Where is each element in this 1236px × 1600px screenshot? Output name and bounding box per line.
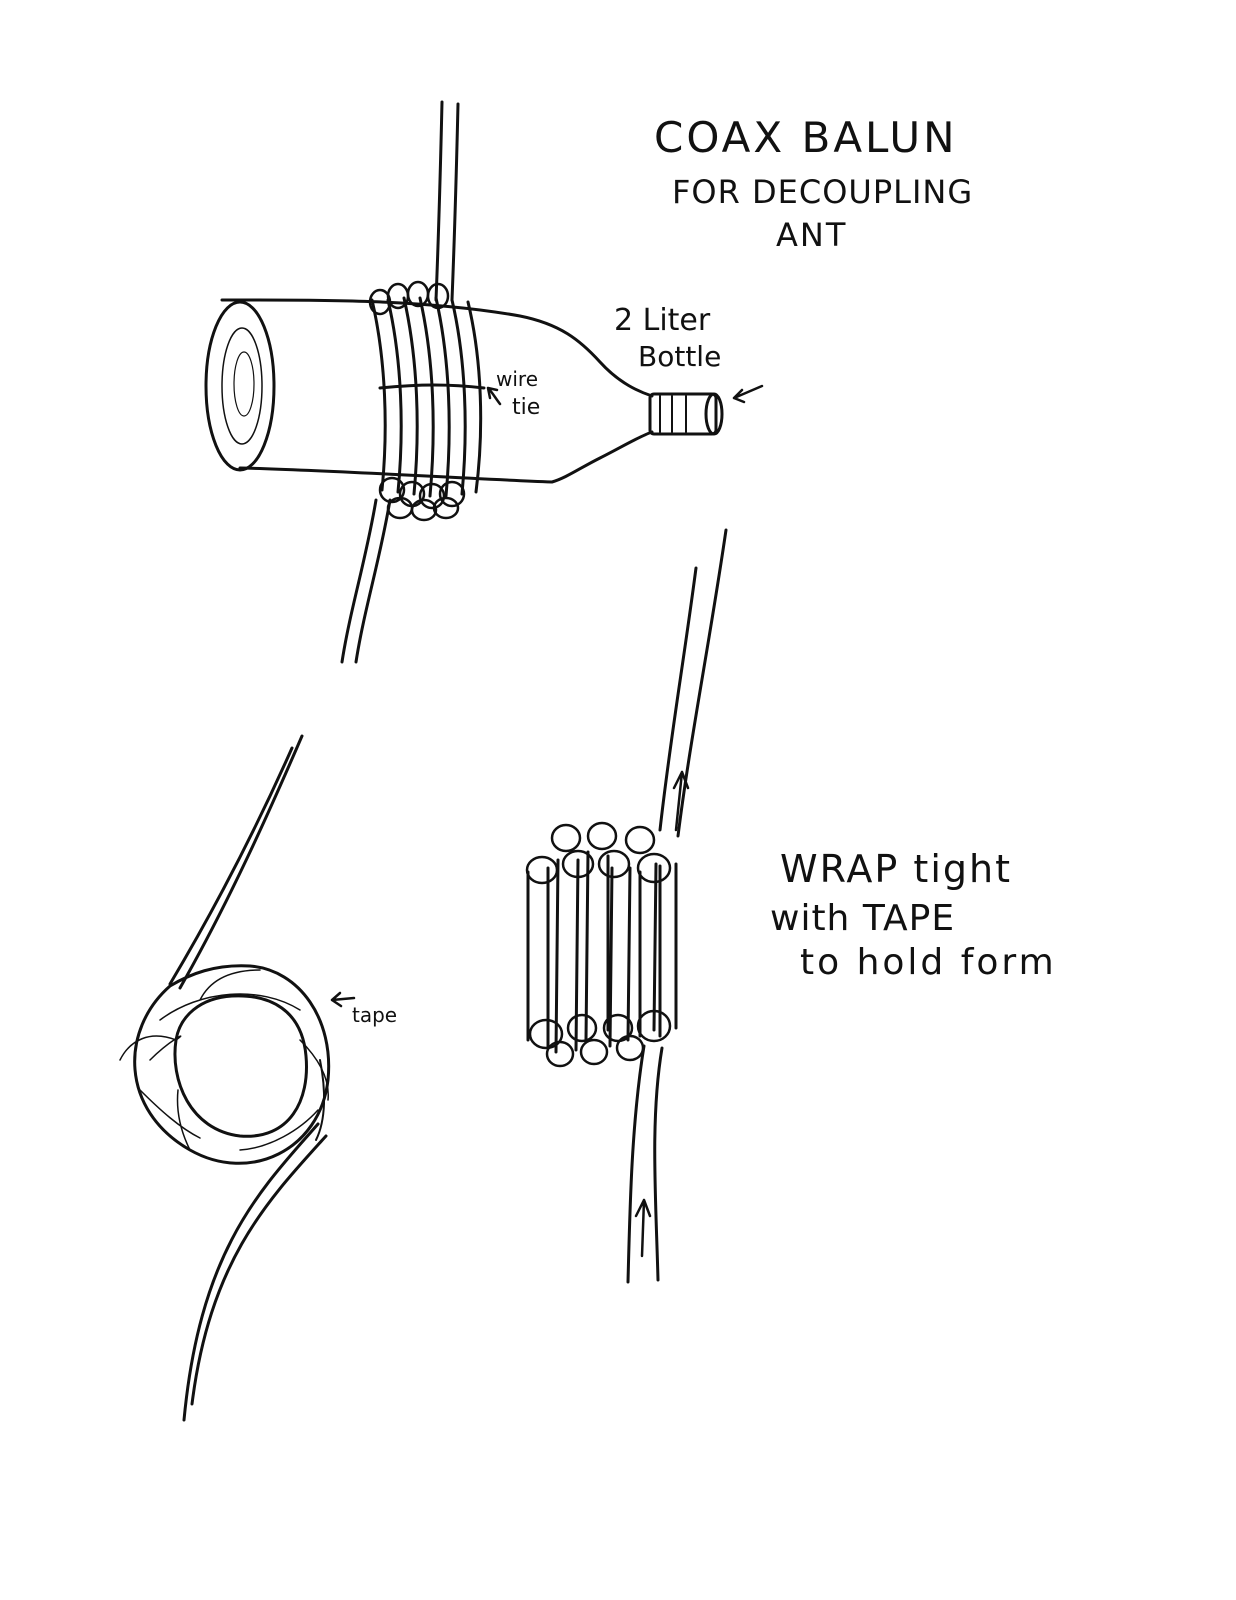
bottle-arrow <box>732 384 764 404</box>
up-arrow-top <box>672 770 690 832</box>
coil-turns <box>525 821 678 1068</box>
wire-tie-label-2: tie <box>512 395 540 420</box>
tape-arrow <box>330 991 356 1008</box>
bottle-label: 2 Liter <box>614 303 711 338</box>
title-line-2: FOR DECOUPLING <box>672 173 973 211</box>
instruction-line-1: WRAP tight <box>780 847 1012 891</box>
coil-sketch <box>119 734 331 1422</box>
tape-label: tape <box>352 1003 397 1027</box>
title-line-3: ANT <box>776 216 847 254</box>
coax-up <box>658 528 728 838</box>
bottle-cap <box>648 392 718 436</box>
coax-out <box>182 1122 328 1422</box>
wire-tie <box>378 383 486 390</box>
bottle-outline <box>220 298 654 484</box>
title-line-1: COAX BALUN <box>654 113 958 162</box>
coax-turns <box>368 280 483 522</box>
instruction-line-3: to hold form <box>800 942 1057 983</box>
coil-front-sketch <box>525 528 728 1284</box>
coil-outer <box>133 964 331 1165</box>
coax-lower-run <box>340 498 392 664</box>
wire-tie-label-1: wire <box>496 367 538 391</box>
wire-tie-arrow <box>486 386 502 406</box>
coax-in <box>168 734 304 990</box>
bottle-label-2: Bottle <box>638 340 721 373</box>
instruction-line-2: with TAPE <box>770 898 955 939</box>
bottle-base <box>204 300 276 472</box>
bottle-sketch <box>204 100 724 664</box>
coax-down <box>626 1044 664 1284</box>
coax-upper-run <box>434 100 460 302</box>
up-arrow-bottom <box>634 1198 652 1258</box>
coil-inner <box>173 994 308 1138</box>
